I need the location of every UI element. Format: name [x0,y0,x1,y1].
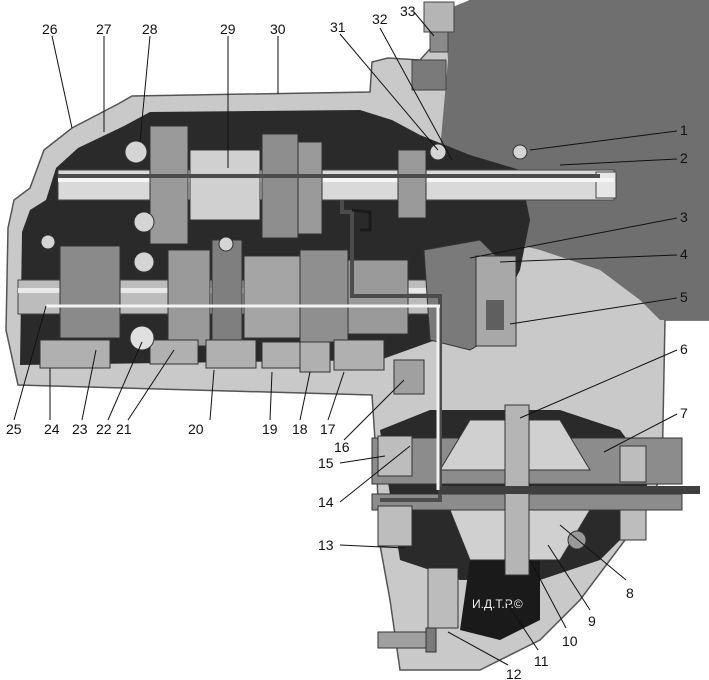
callout-20: 20 [188,421,204,437]
callout-21: 21 [116,421,132,437]
callout-1: 1 [680,122,688,138]
callout-26: 26 [42,21,58,37]
callout-11: 11 [534,653,549,669]
mount-bolt [377,567,459,653]
callout-29: 29 [220,21,236,37]
input-shaft-gears [149,125,427,245]
callout-25: 25 [6,421,22,437]
callout-24: 24 [44,421,60,437]
bearings [40,140,528,351]
callout-2: 2 [680,150,688,166]
callout-labels: 1 2 3 4 5 6 7 8 9 10 11 12 13 14 15 16 1… [6,3,688,680]
callout-10: 10 [562,633,578,649]
callout-31: 31 [330,19,346,35]
differential [371,404,683,576]
final-drive-gear [423,239,517,351]
callout-13: 13 [318,537,334,553]
callout-7: 7 [680,405,688,421]
callout-9: 9 [588,613,596,629]
callout-3: 3 [680,209,688,225]
callout-18: 18 [292,421,308,437]
callout-15: 15 [318,455,334,471]
callout-22: 22 [96,421,112,437]
callout-32: 32 [372,11,388,27]
callout-30: 30 [270,21,286,37]
callout-19: 19 [262,421,278,437]
callout-4: 4 [680,246,688,262]
synchronizer-sleeves [39,339,425,395]
callout-23: 23 [72,421,88,437]
callout-12: 12 [506,666,522,680]
callout-5: 5 [680,289,688,305]
callout-8: 8 [626,585,634,601]
speedometer-drive-housing [411,1,455,91]
callout-14: 14 [318,494,334,510]
callout-27: 27 [96,21,112,37]
leader-lines [13,11,678,666]
power-flow-line [46,174,700,502]
callout-6: 6 [680,341,688,357]
callout-28: 28 [142,21,158,37]
callout-33: 33 [400,3,416,19]
watermark: И.Д.Т.Р.© [472,597,523,611]
callout-17: 17 [320,421,336,437]
callout-16: 16 [334,439,350,455]
